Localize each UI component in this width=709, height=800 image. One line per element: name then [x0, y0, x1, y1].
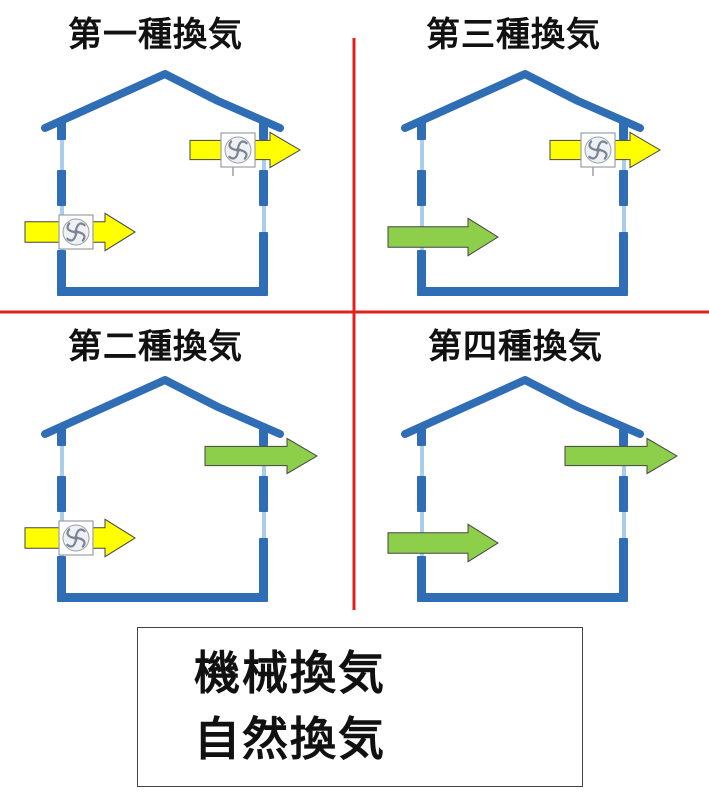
house-window-right [622, 140, 626, 290]
exhaust-fan-icon [580, 132, 616, 168]
exhaust-fan-icon [220, 132, 256, 168]
legend-label-mechanical: 機械換気 [194, 646, 386, 700]
house-window-left [420, 140, 424, 290]
house-roof [401, 70, 644, 132]
panel-title-type4: 第四種換気 [428, 327, 603, 367]
panel-title-type2: 第二種換気 [68, 327, 243, 367]
panel-title-type1: 第一種換気 [68, 15, 243, 55]
house-window-right [262, 140, 266, 290]
legend-box: 機械換気 自然換気 [137, 627, 583, 787]
exhaust-natural-arrow [564, 437, 678, 475]
house-2 [387, 70, 661, 296]
house-window-left [420, 446, 424, 596]
intake-fan-icon [58, 214, 94, 250]
exhaust-natural-arrow [204, 437, 318, 475]
house-roof [401, 376, 644, 438]
house-roof [41, 70, 284, 132]
panel-title-type3: 第三種換気 [426, 15, 601, 55]
legend-label-natural: 自然換気 [194, 712, 386, 766]
house-floor [417, 287, 628, 296]
house-window-right [622, 446, 626, 596]
house-floor [57, 593, 268, 602]
house-window-right [262, 446, 266, 596]
house-4 [387, 376, 678, 602]
house-1 [24, 70, 301, 296]
intake-natural-arrow [387, 523, 499, 563]
house-roof [41, 376, 284, 438]
house-floor [57, 287, 268, 296]
intake-natural-arrow [387, 217, 499, 257]
house-3 [24, 376, 318, 602]
intake-fan-icon [58, 520, 94, 556]
house-floor [417, 593, 628, 602]
